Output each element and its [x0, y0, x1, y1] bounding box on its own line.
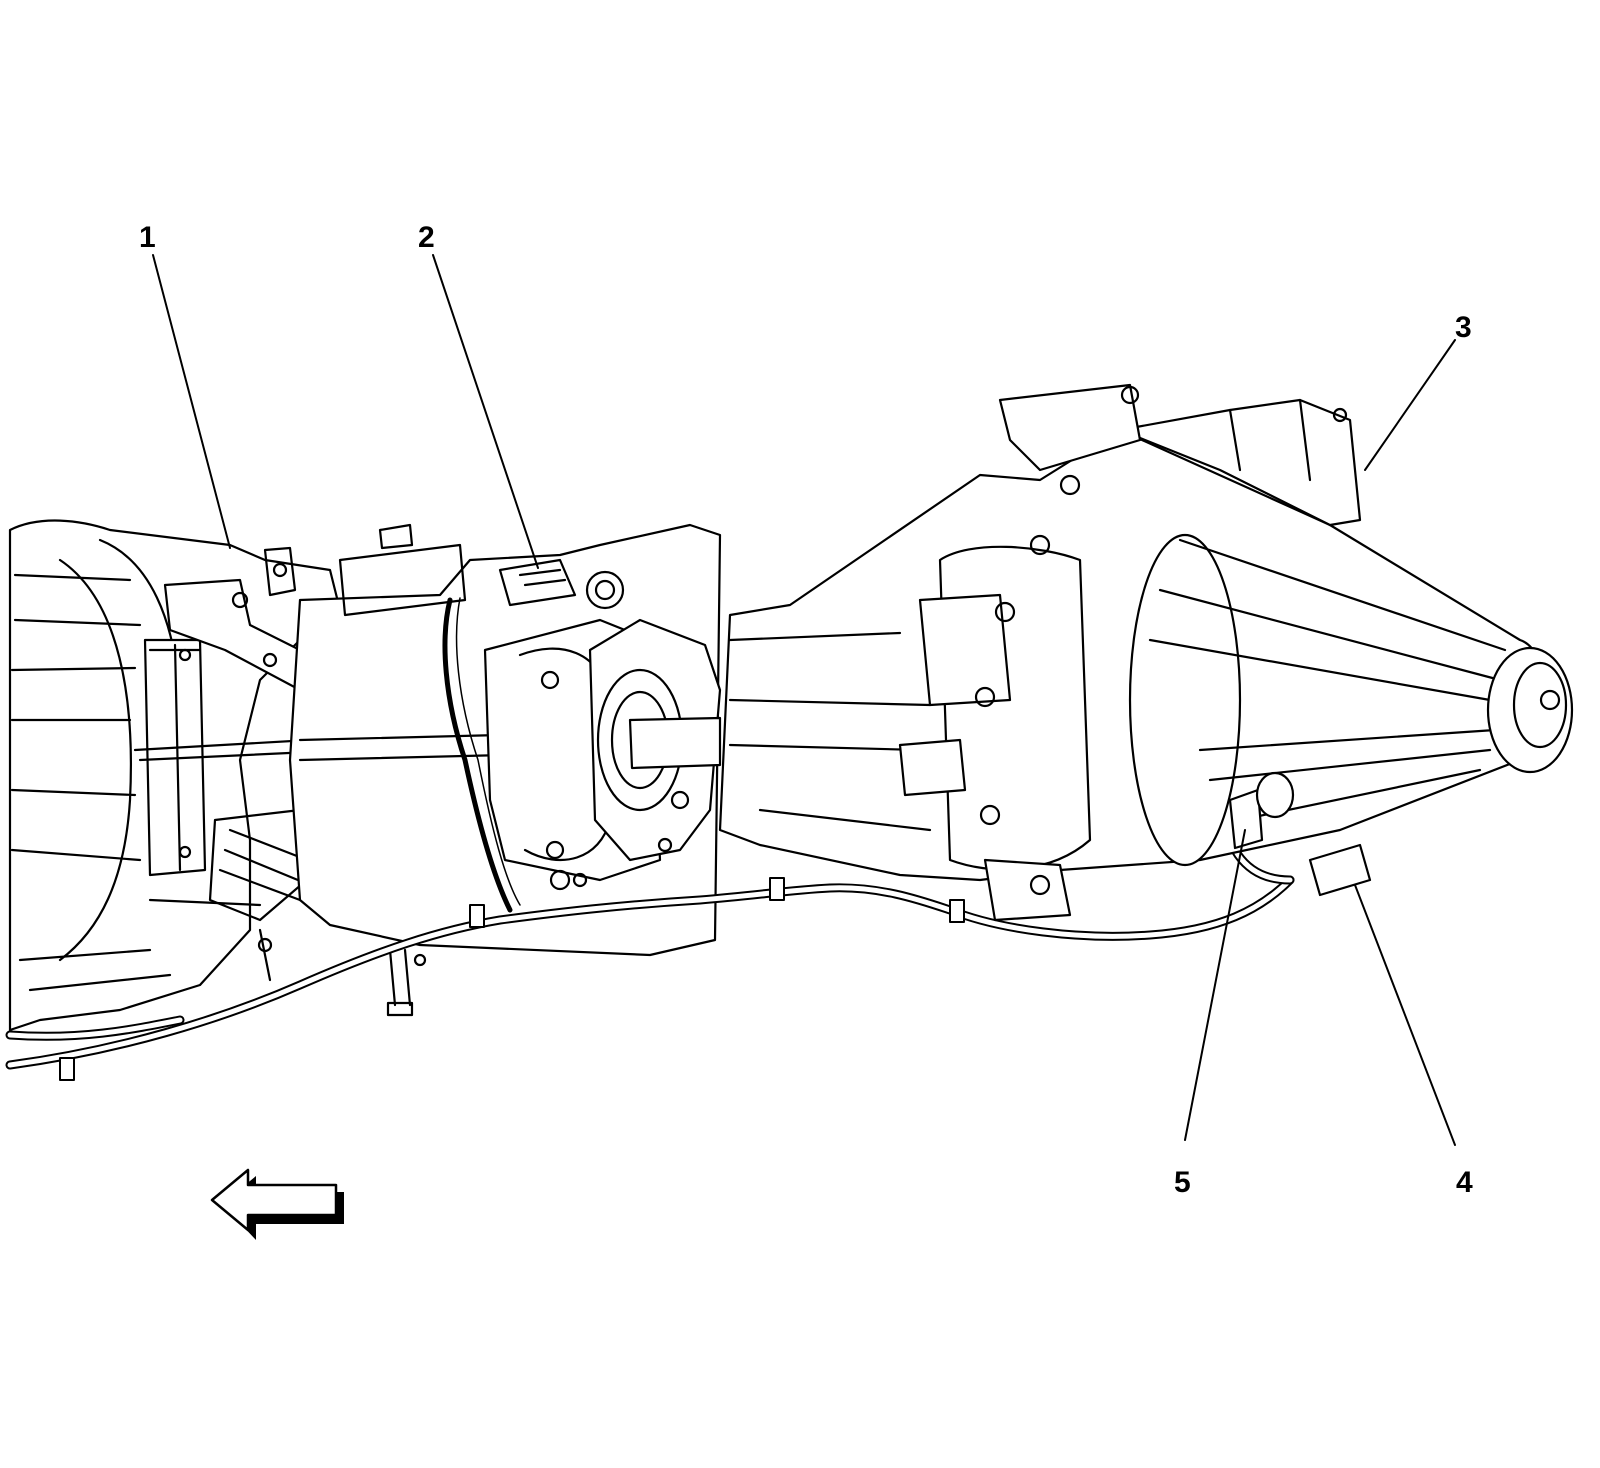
callout-3: 3 — [1455, 311, 1472, 344]
callout-5: 5 — [1174, 1166, 1191, 1199]
transfer-case-assembly — [718, 383, 1574, 922]
leader-lines — [152, 254, 1456, 1146]
leader-line-3 — [1364, 339, 1456, 471]
left-arrow-icon — [210, 1168, 344, 1240]
leader-line-1 — [152, 254, 231, 549]
leader-line-2 — [432, 254, 539, 569]
leader-line-4 — [1354, 884, 1456, 1146]
wiring-harness — [5, 795, 1295, 1081]
callout-1: 1 — [139, 221, 156, 254]
callout-2: 2 — [418, 221, 435, 254]
leader-line-5 — [1184, 829, 1246, 1141]
callout-4: 4 — [1456, 1166, 1473, 1199]
transmission-assembly — [8, 519, 722, 1032]
